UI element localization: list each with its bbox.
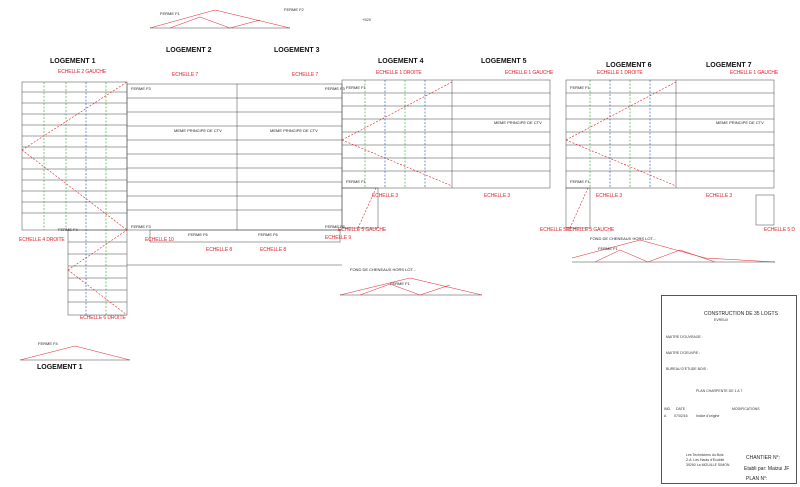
chantier-label: CHANTIER N°: (746, 455, 780, 461)
gutter-note: FOND DE CHENEAUX HORS LOT... (590, 236, 656, 241)
echelle-label: ECHELLE 1 DROITE (597, 70, 643, 76)
ferme-label: FERME F4 (58, 227, 78, 232)
company-city: 39260 La MOUILLE SIMON (686, 463, 730, 467)
company-name: Les Techniciens du Bois (686, 453, 724, 457)
echelle-label: ECHELLE 3 (596, 193, 623, 199)
echelle-label: ECHELLE 3 (372, 193, 399, 199)
echelle-label: ECHELLE 2 GAUCHE (58, 69, 107, 75)
engineer-label: BUREAU D'ETUDE BOIS : (666, 367, 708, 371)
title-block: CONSTRUCTION DE 35 LOGTS EVREUX MAITRE D… (661, 295, 797, 484)
gutter-note: FOND DE CHENEAUX HORS LOT... (350, 267, 416, 272)
author-label: Etabli par: Maizui JF (744, 466, 790, 472)
echelle-label: ECHELLE 8 (206, 247, 233, 253)
ferme-label: FERME F4 (38, 341, 58, 346)
ferme-label: FERME F1 (160, 11, 180, 16)
ferme-label: FERME F2 (284, 7, 304, 12)
echelle-label: ECHELLE 1 GAUCHE (730, 70, 779, 76)
owner-label: MAITRE D'OUVRAGE : (666, 335, 703, 339)
logement-5-label: LOGEMENT 5 (481, 58, 527, 65)
plan-title: PLAN CHARPENTE DE 1 A 7 (696, 389, 743, 393)
rev-date: 07/02/16 (674, 414, 688, 418)
logement-7-label: LOGEMENT 7 (706, 62, 752, 69)
rev-header-mod: MODIFICATIONS (732, 407, 760, 411)
echelle-label: ECHELLE 9 (325, 235, 352, 241)
rev-desc: Indice d'origine (696, 414, 720, 418)
logement-4-bracing (341, 80, 453, 229)
echelle-label: ECHELLE 1 GAUCHE (505, 70, 554, 76)
logement-1-label: LOGEMENT 1 (50, 58, 96, 65)
echelle-label: ECHELLE 3 (706, 193, 733, 199)
ferme-label: FERME F1 (390, 281, 410, 286)
rev-ind: A (664, 414, 667, 418)
ferme-label: FERME F5 (325, 224, 345, 229)
ferme-label: FERME F1 (598, 246, 618, 251)
logement-2-label: LOGEMENT 2 (166, 47, 212, 54)
company-address: Z.A. Les Hauts d'Ecublei (686, 458, 725, 462)
echelle-label: ECHELLE 5 GAUCHE (338, 227, 387, 233)
ferme-label: FERME F1 (570, 85, 590, 90)
echelle-label: ECHELLE 10 (145, 237, 174, 243)
echelle-label: ECHELLE 5 D (764, 227, 795, 233)
ferme-label: FERME F3 (131, 224, 151, 229)
echelle-label: ECHELLE 1 DROITE (376, 70, 422, 76)
logement-2-3-plan (126, 83, 343, 266)
logement-1-bottom-label: LOGEMENT 1 (37, 364, 83, 371)
echelle-label: ECHELLE 6 DROITE (80, 315, 126, 321)
ferme-label: FERME F3 (325, 86, 345, 91)
logement-1-plan (21, 81, 128, 316)
echelle-label: ECHELLE 3 (484, 193, 511, 199)
ferme-label: FERME F6 (188, 232, 208, 237)
echelle-label: ECHELLE 4 DROITE (19, 237, 65, 243)
ferme-label: FERME F1 (570, 179, 590, 184)
echelle-label: ECHELLE 7 (292, 72, 319, 78)
altitude-mark: +520 (362, 17, 372, 22)
logement-3-label: LOGEMENT 3 (274, 47, 320, 54)
echelle-label: ECHELLE 8 (260, 247, 287, 253)
project-location: EVREUX (714, 318, 729, 322)
rev-header-ind: IND. (664, 407, 671, 411)
architect-label: MAITRE D'OEUVRE : (666, 351, 701, 355)
principle-note: MEME PRINCIPE DE CTV (716, 120, 764, 125)
principle-note: MEME PRINCIPE DE CTV (270, 128, 318, 133)
ferme-label: FERME F3 (131, 86, 151, 91)
logement-4-5-plan (341, 79, 551, 229)
project-title: CONSTRUCTION DE 35 LOGTS (704, 311, 778, 317)
principle-note: MEME PRINCIPE DE CTV (174, 128, 222, 133)
plan-number-label: PLAN N°: (746, 476, 768, 482)
logement-4-label: LOGEMENT 4 (378, 58, 424, 65)
ferme-label: FERME F6 (258, 232, 278, 237)
echelle-label: ECHELLE 5 D (540, 227, 571, 233)
logement-6-7-plan (565, 79, 775, 229)
echelle-label: ECHELLE 7 (172, 72, 199, 78)
logement-6-label: LOGEMENT 6 (606, 62, 652, 69)
ferme-label: FERME F1 (346, 85, 366, 90)
rev-header-date: DATE (676, 407, 686, 411)
ferme-label: FERME F1 (346, 179, 366, 184)
logement-1-bracing (21, 81, 128, 316)
principle-note: MEME PRINCIPE DE CTV (494, 120, 542, 125)
echelle-label: ECHELLE 5 GAUCHE (566, 227, 615, 233)
truss-elevations (19, 9, 776, 361)
logement-6-bracing (565, 80, 677, 229)
